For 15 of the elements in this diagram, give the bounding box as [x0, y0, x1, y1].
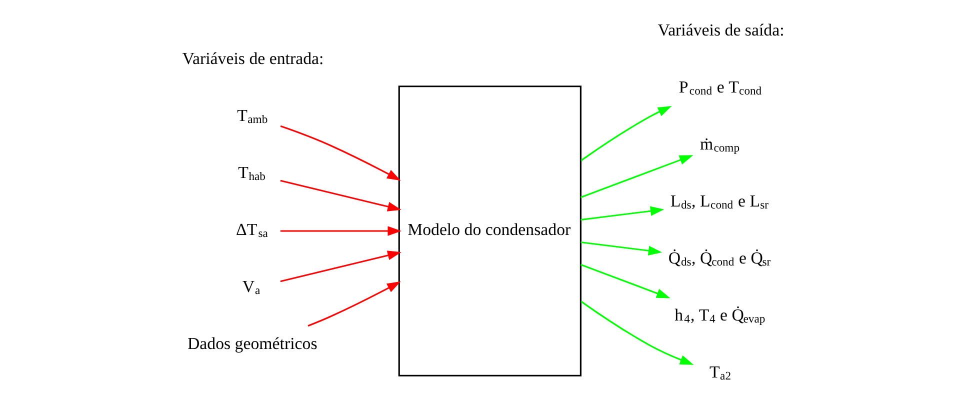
- node-box: Modelo do condensador: [398, 86, 582, 376]
- arrow: [580, 264, 670, 298]
- arrow: [580, 106, 672, 162]
- arrow: [280, 226, 402, 236]
- label: Variáveis de saída:: [658, 20, 784, 40]
- arrow: [308, 281, 401, 327]
- arrow: [280, 180, 402, 212]
- arrow: [580, 155, 694, 198]
- arrow: [580, 241, 662, 256]
- node-text: Dados geométricos: [187, 334, 318, 354]
- arrow: [280, 125, 401, 181]
- label: Variáveis de entrada:: [182, 49, 324, 68]
- arrow: [580, 206, 664, 221]
- arrow: [580, 300, 694, 365]
- arrow: [280, 250, 402, 282]
